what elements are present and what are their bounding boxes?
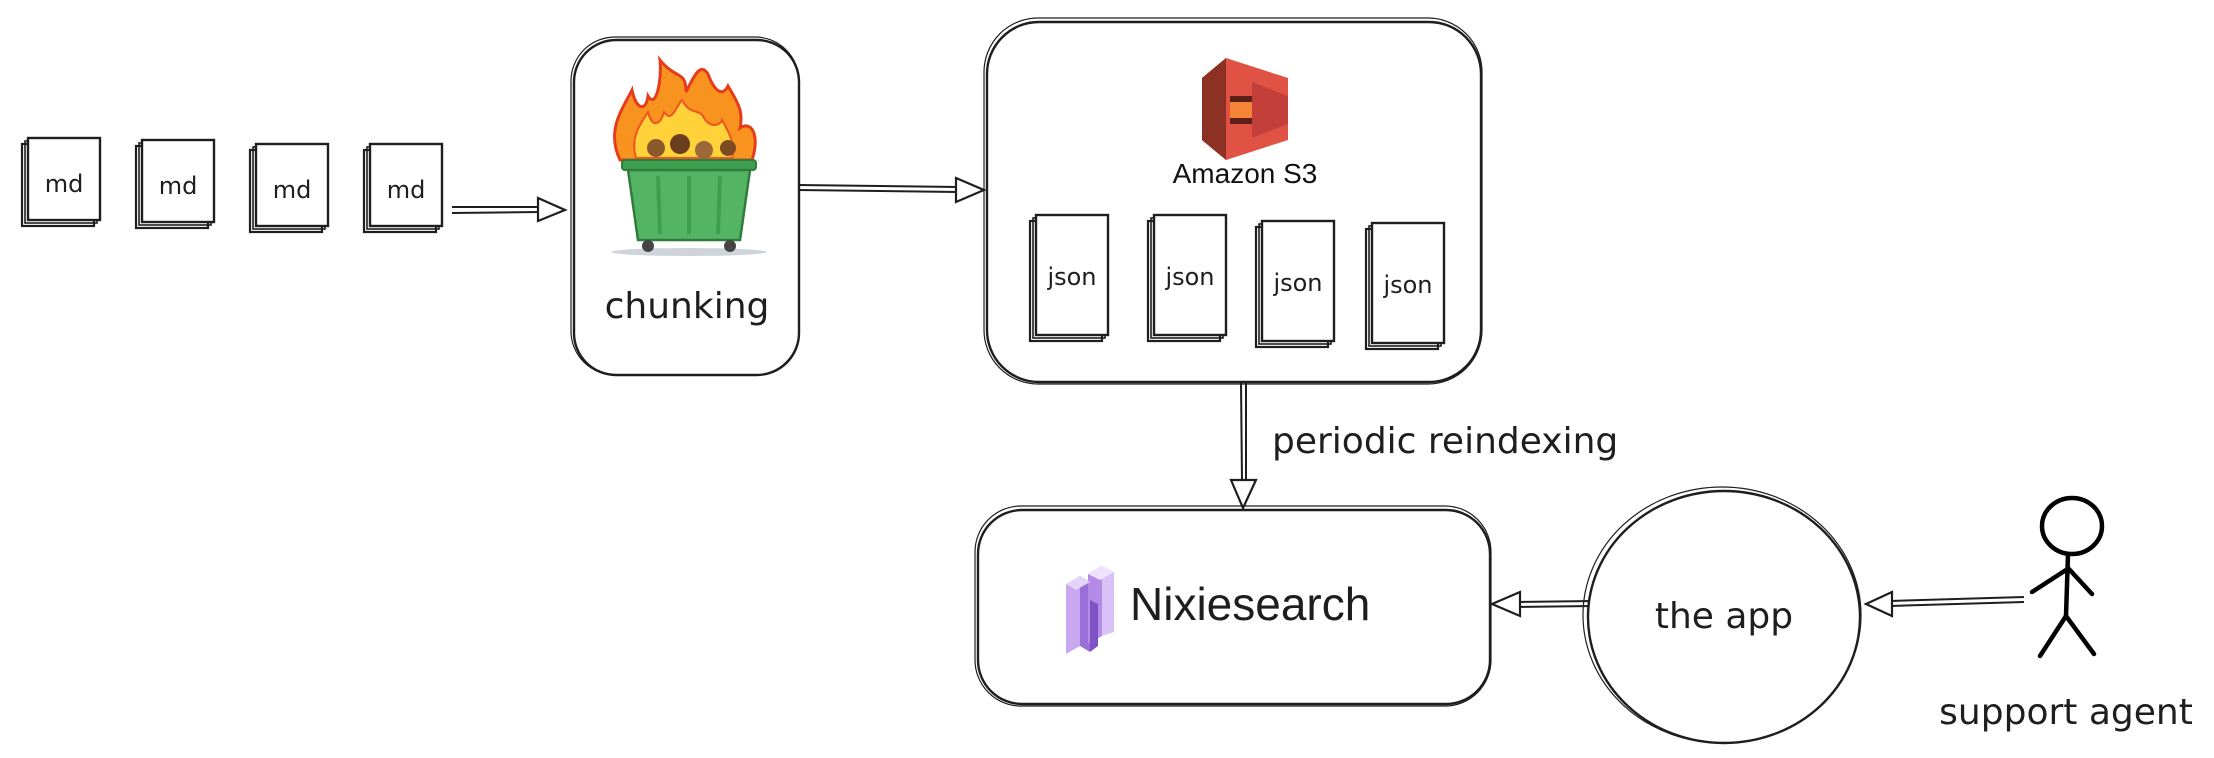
json-file-label: json — [1046, 263, 1096, 291]
reindex-label: periodic reindexing — [1272, 421, 1618, 462]
md-doc-1: md — [20, 136, 102, 228]
chunking-box: chunking — [570, 36, 801, 377]
support-agent-label: support agent — [1939, 692, 2193, 733]
json-file-2: json — [1146, 213, 1228, 343]
stick-figure-icon — [2029, 495, 2105, 659]
s3-title: Amazon S3 — [1173, 158, 1318, 189]
md-doc-label: md — [45, 170, 84, 198]
nixiesearch-title: Nixiesearch — [1130, 578, 1370, 630]
json-file-label: json — [1382, 271, 1432, 299]
arrow-chunking-to-s3 — [797, 176, 987, 204]
s3-box: Amazon S3 json json json json — [983, 17, 1483, 385]
app-circle: the app — [1582, 486, 1862, 745]
json-file-4: json — [1364, 221, 1446, 351]
json-file-1: json — [1028, 213, 1110, 343]
json-file-label: json — [1272, 269, 1322, 297]
md-doc-label: md — [387, 176, 426, 204]
nixiesearch-logo-icon — [1066, 566, 1114, 654]
arrow-app-to-search — [1489, 590, 1595, 618]
arrow-agent-to-app — [1863, 590, 2025, 618]
json-file-label: json — [1164, 263, 1214, 291]
md-doc-3: md — [248, 142, 330, 234]
chunking-label: chunking — [605, 286, 770, 327]
app-label: the app — [1655, 596, 1793, 637]
arrow-s3-to-search — [1229, 381, 1258, 511]
arrow-docs-to-chunking — [451, 196, 568, 223]
md-doc-label: md — [159, 172, 198, 200]
md-doc-4: md — [362, 142, 444, 234]
json-file-3: json — [1254, 219, 1336, 349]
md-doc-2: md — [134, 138, 216, 230]
md-doc-label: md — [273, 176, 312, 204]
burning-dumpster-icon — [611, 55, 767, 256]
nixiesearch-box: Nixiesearch — [974, 505, 1492, 707]
amazon-s3-icon — [1202, 58, 1288, 160]
